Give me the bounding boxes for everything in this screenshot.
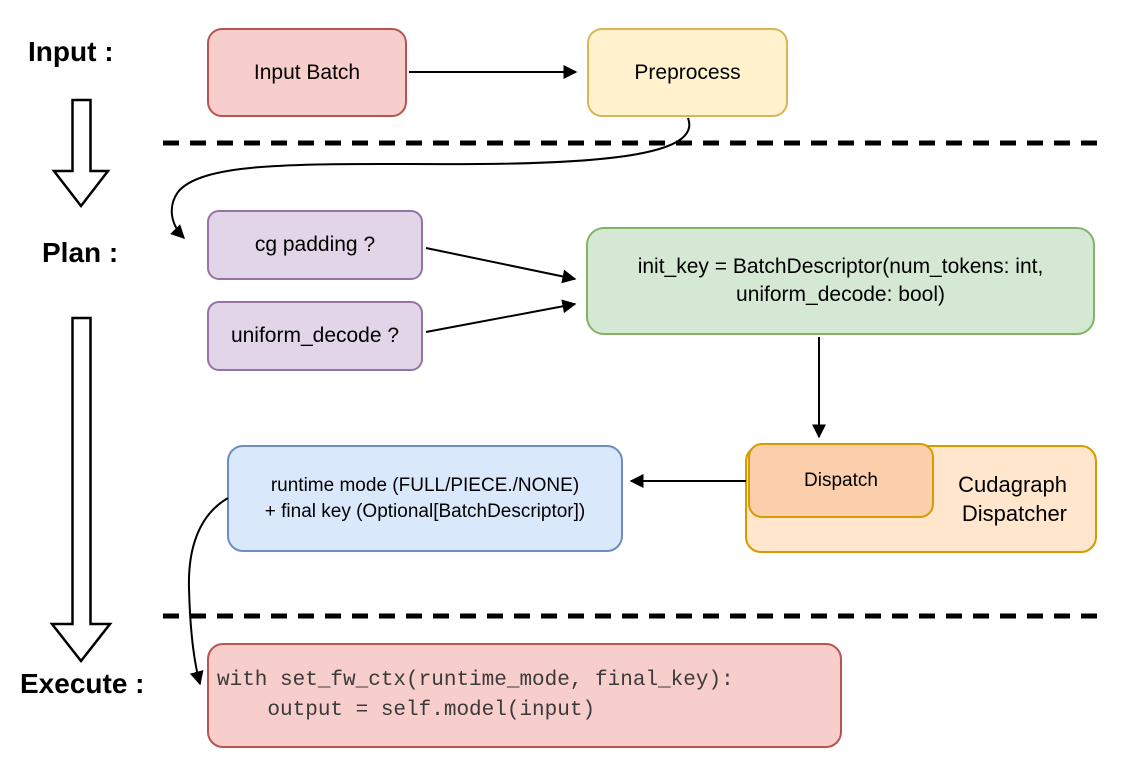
- stage-label-plan: Plan :: [42, 237, 119, 268]
- node-init-key: init_key = BatchDescriptor(num_tokens: i…: [586, 227, 1095, 335]
- runtime-result-line2: + final key (Optional[BatchDescriptor]): [264, 500, 586, 522]
- edge-uniformdecode-initkey: [425, 299, 577, 333]
- uniform-decode-label: uniform_decode ?: [230, 324, 400, 348]
- stage-label-input: Input :: [28, 36, 114, 67]
- node-cg-padding: cg padding ?: [207, 210, 423, 280]
- dispatch-label: Dispatch: [804, 469, 878, 491]
- node-execute-code: with set_fw_ctx(runtime_mode, final_key)…: [207, 643, 842, 748]
- node-uniform-decode: uniform_decode ?: [207, 301, 423, 371]
- init-key-line1: init_key = BatchDescriptor(num_tokens: i…: [637, 255, 1044, 279]
- preprocess-label: Preprocess: [634, 60, 741, 84]
- cudagraph-dispatcher-line2: Dispatcher: [961, 501, 1067, 526]
- node-preprocess: Preprocess: [587, 28, 788, 117]
- stage-arrow-input-to-plan: [51, 98, 111, 209]
- stage-label-execute: Execute :: [20, 668, 145, 699]
- init-key-line2: uniform_decode: bool): [736, 283, 945, 306]
- input-batch-label: Input Batch: [253, 60, 361, 84]
- node-input-batch: Input Batch: [207, 28, 407, 117]
- cg-padding-label: cg padding ?: [254, 233, 376, 257]
- execute-code-line2: output = self.model(input): [217, 698, 596, 722]
- node-runtime-result: runtime mode (FULL/PIECE./NONE) + final …: [227, 445, 623, 552]
- execute-code-line1: with set_fw_ctx(runtime_mode, final_key)…: [217, 669, 734, 693]
- cudagraph-dispatcher-line1: Cudagraph: [958, 471, 1067, 497]
- edge-cgpadding-initkey: [425, 247, 577, 284]
- runtime-result-line1: runtime mode (FULL/PIECE./NONE): [270, 475, 580, 497]
- stage-arrow-plan-to-execute: [49, 316, 113, 664]
- node-dispatch: Dispatch: [748, 443, 934, 518]
